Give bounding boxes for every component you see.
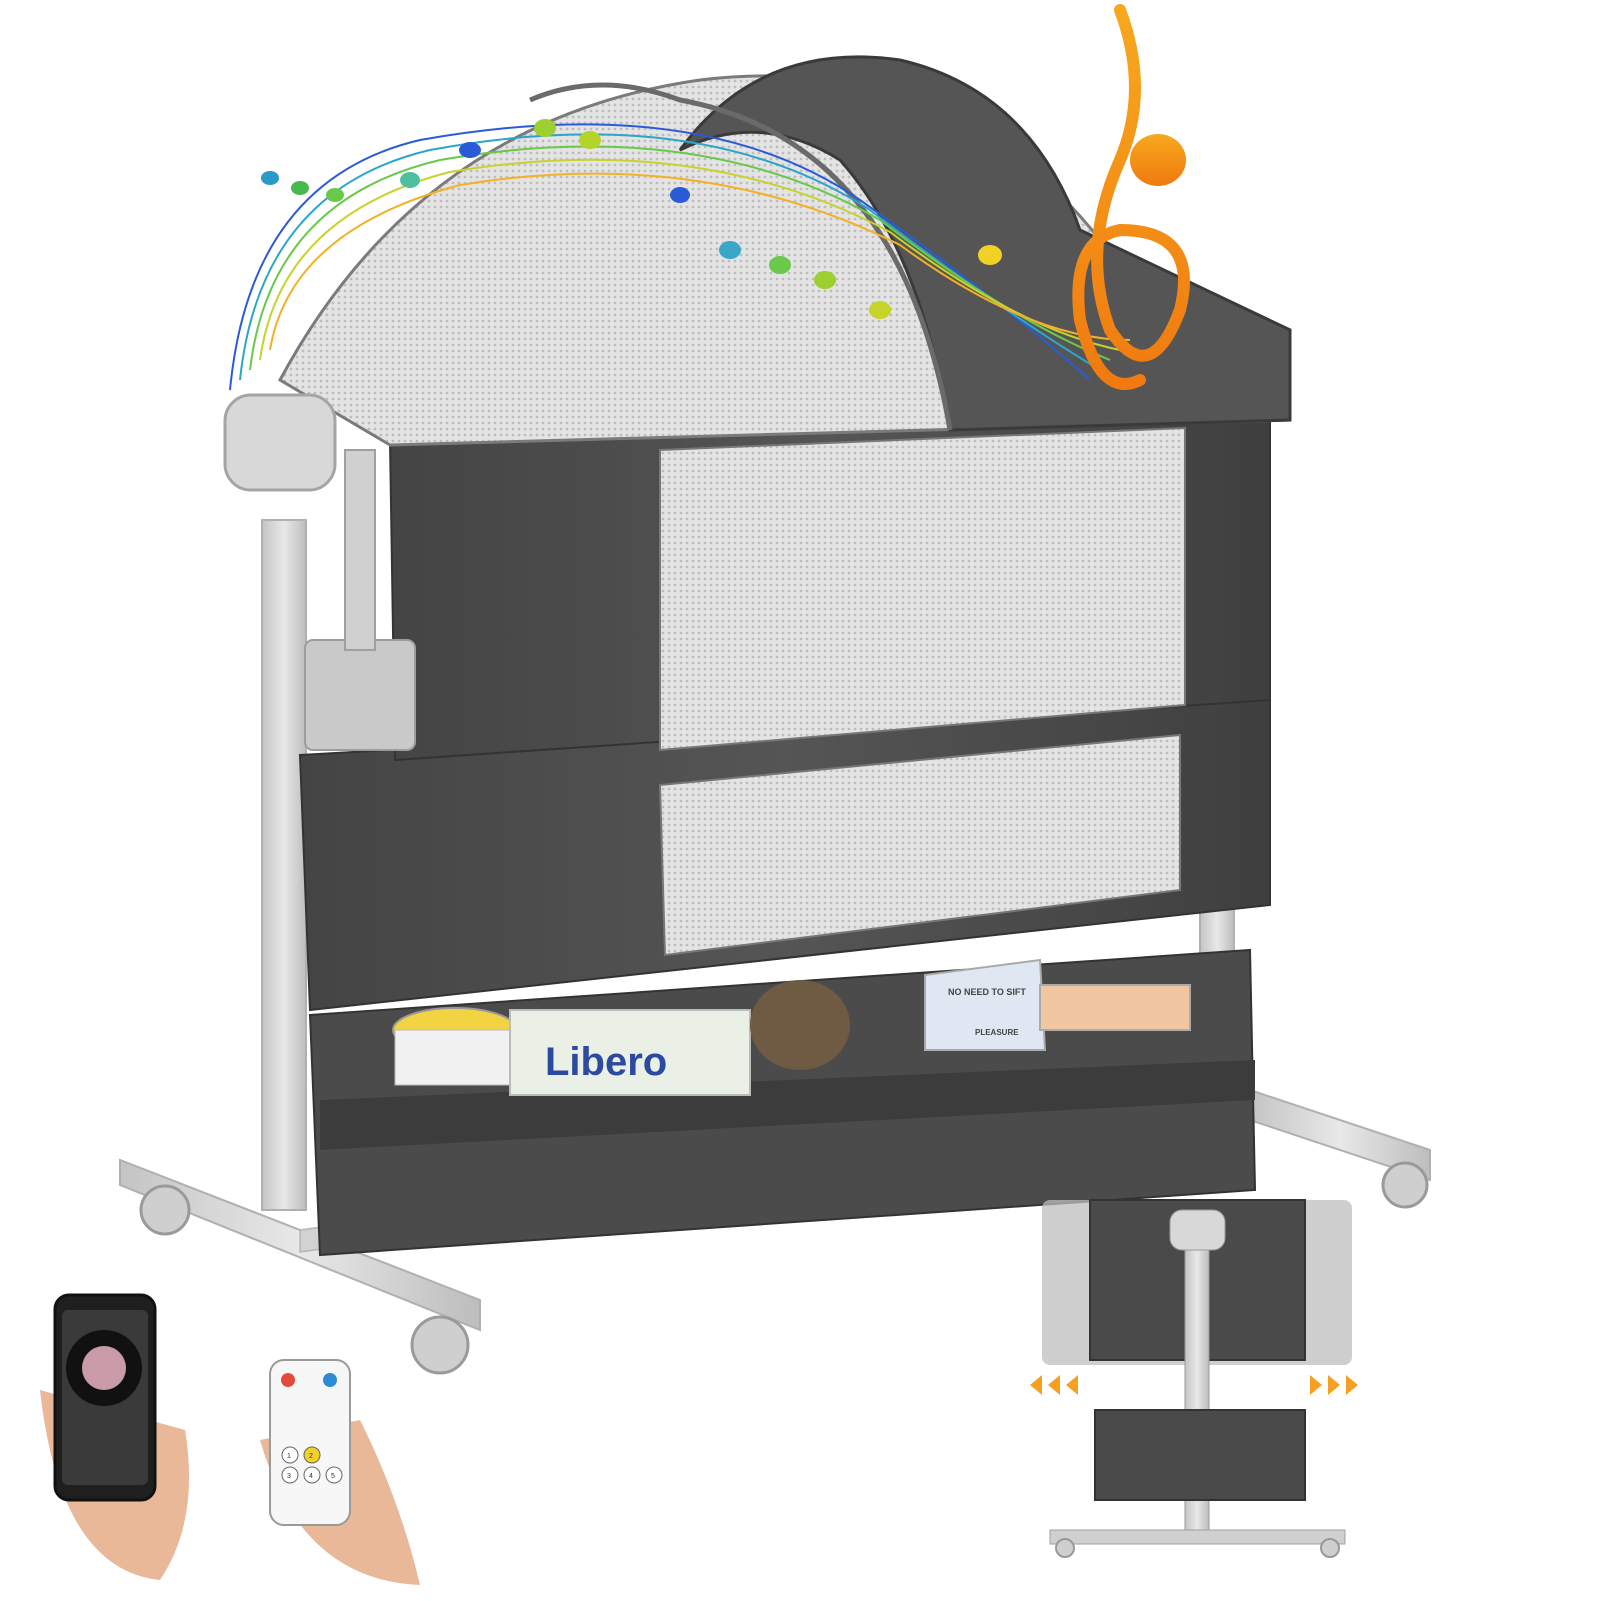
phone-app-illustration [40,1293,190,1580]
remote-key-4: 4 [309,1473,313,1480]
remote-key-3: 3 [287,1473,291,1480]
arrow-right-icon [1310,1375,1358,1395]
snack-package: NO NEED TO SIFT PLEASURE [924,958,1047,1051]
arrow-left-icon [1030,1375,1078,1395]
diaper-brand-label: Libero [545,1040,667,1084]
motor-control-unit [223,393,416,751]
snack-label-top: NO NEED TO SIFT [948,987,1026,997]
remote-key-2: 2 [309,1453,313,1460]
music-note-icon [261,119,1186,319]
remote-key-1: 1 [287,1453,291,1460]
caster-wheels [139,1161,1429,1375]
side-view-inset [1030,1199,1358,1558]
music-wave-graphic [229,4,1190,391]
remote-control-illustration: 1 2 3 4 5 [260,1359,420,1585]
diaper-package: Libero [509,1009,751,1096]
remote-key-5: 5 [331,1473,335,1480]
mesh-window-upper [659,426,1186,752]
storage-basket: Libero NO NEED TO SIFT PLEASURE [308,948,1257,1257]
bassinet-main: Libero NO NEED TO SIFT PLEASURE [119,55,1431,1375]
snack-label-bottom: PLEASURE [975,1028,1019,1037]
mesh-window-lower [658,733,1181,957]
remote-keypad: 1 2 3 4 5 [281,1446,343,1484]
treble-clef-icon [1072,4,1190,390]
basket-items: Libero NO NEED TO SIFT PLEASURE [392,958,1191,1096]
